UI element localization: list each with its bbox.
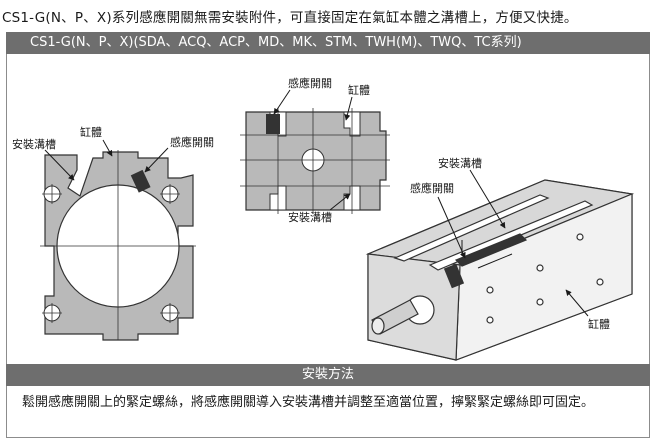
intro-text: CS1-G(N、P、X)系列感應開關無需安裝附件，可直接固定在氣缸本體之溝槽上，… (2, 10, 578, 26)
square-cylinder-section (240, 108, 390, 214)
fig1-switch-label: 感應開關 (170, 135, 214, 149)
fig1-slot-label: 安裝溝槽 (12, 137, 56, 151)
section-title: 安裝方法 (6, 364, 650, 386)
install-description: 鬆開感應開關上的緊定螺絲，將感應開關導入安裝溝槽并調整至適當位置，擰緊緊定螺絲即… (22, 395, 595, 410)
switch-icon-2 (266, 114, 280, 134)
switch-icon (130, 169, 151, 193)
isometric-cylinder (365, 179, 635, 361)
fig2-switch-label: 感應開關 (288, 76, 332, 90)
fig1-body-label: 缸體 (80, 125, 102, 139)
fig3-slot-label: 安裝溝槽 (438, 156, 482, 170)
fig3-body-label: 缸體 (588, 317, 610, 331)
fig2-body-label: 缸體 (348, 83, 370, 97)
round-cylinder-section (40, 150, 196, 341)
figure-header: CS1-G(N、P、X)(SDA、ACQ、ACP、MD、MK、STM、TWH(M… (6, 32, 650, 54)
fig3-switch-label: 感應開關 (410, 181, 454, 195)
fig2-slot-label: 安裝溝槽 (288, 210, 332, 224)
